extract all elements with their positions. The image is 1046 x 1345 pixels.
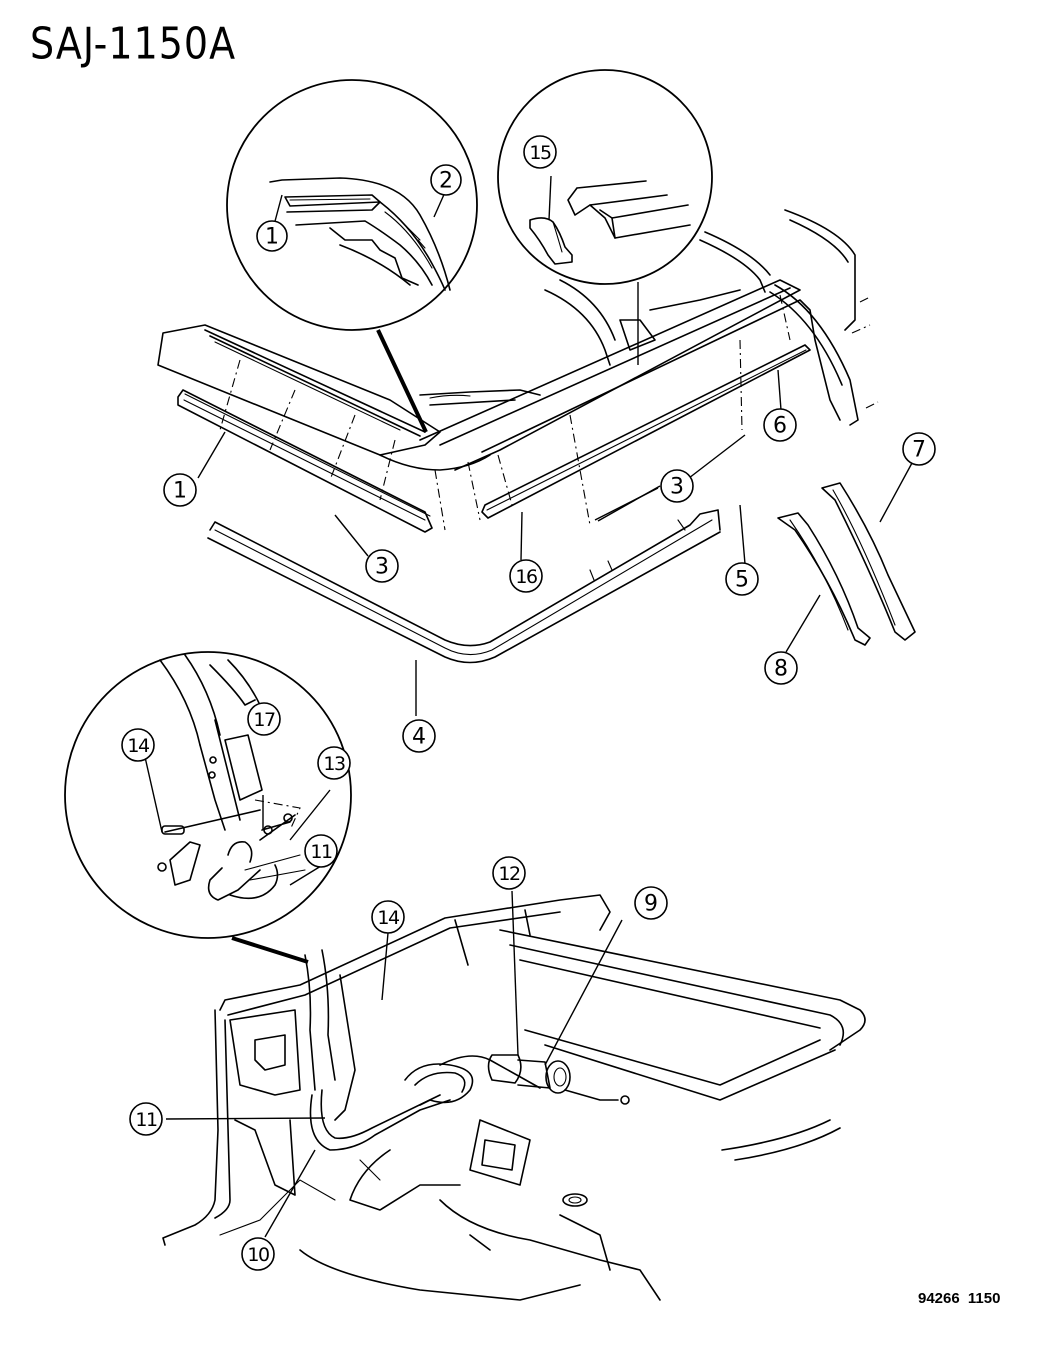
callout-17: 17 <box>247 702 281 736</box>
callout-label: 2 <box>439 169 453 194</box>
callout-label: 17 <box>253 709 275 731</box>
callout-1-detail: 1 <box>256 220 288 252</box>
callout-5: 5 <box>725 562 759 596</box>
callout-label: 5 <box>735 568 749 593</box>
callout-label: 9 <box>644 892 658 917</box>
callout-1-main: 1 <box>163 473 197 507</box>
detail-circle-1 <box>226 79 478 331</box>
callout-16: 16 <box>509 559 543 593</box>
callout-label: 16 <box>515 566 537 588</box>
callout-2: 2 <box>430 164 462 196</box>
callout-15: 15 <box>523 135 557 169</box>
callouts: 1 2 15 6 7 1 3 3 3 16 5 8 4 14 17 13 11 … <box>121 135 936 1271</box>
upper-left-detail <box>226 79 478 331</box>
figure-code: 94266 1150 <box>918 1290 1001 1307</box>
callout-3-left: 3 <box>365 549 399 583</box>
callout-label: 3 <box>375 555 389 580</box>
callout-label: 14 <box>377 907 400 929</box>
callout-label: 14 <box>127 735 150 757</box>
detail-circle-2 <box>497 69 713 285</box>
detail-3-pointer <box>231 936 309 964</box>
callout-label: 1 <box>173 479 187 504</box>
callout-label: 15 <box>529 142 551 164</box>
callout-7: 7 <box>902 432 936 466</box>
callout-label: 4 <box>412 725 426 750</box>
callout-10: 10 <box>241 1237 275 1271</box>
callout-label: 11 <box>310 841 332 863</box>
detail-1-pointer <box>376 329 428 433</box>
callout-4: 4 <box>402 719 436 753</box>
callout-13: 13 <box>317 746 351 780</box>
diagram-title: SAJ-1150A <box>30 18 237 69</box>
callout-label: 10 <box>247 1244 269 1266</box>
callout-3-lower: 3 <box>660 469 694 503</box>
callout-11-detail: 11 <box>304 834 338 868</box>
upper-right-detail <box>497 69 713 285</box>
leader-lines <box>144 175 913 1238</box>
body-tub-assembly <box>162 894 866 1301</box>
callout-label: 12 <box>498 863 520 885</box>
callout-label: 13 <box>323 753 345 775</box>
callout-6: 6 <box>763 408 797 442</box>
lower-left-detail <box>64 651 352 939</box>
callout-8: 8 <box>764 651 798 685</box>
callout-9: 9 <box>634 886 668 920</box>
callout-label: 7 <box>912 438 926 463</box>
callout-label: 11 <box>135 1109 157 1131</box>
callout-12: 12 <box>492 856 526 890</box>
callout-label: 1 <box>265 225 279 250</box>
callout-11-main: 11 <box>129 1102 163 1136</box>
callout-label: 6 <box>773 414 787 439</box>
callout-3-mid <box>597 485 661 522</box>
callout-14-main: 14 <box>371 900 405 934</box>
rear-header-assembly <box>157 209 879 533</box>
belt-weatherstrip <box>207 509 721 664</box>
callout-label: 3 <box>670 475 684 500</box>
callout-label: 8 <box>774 657 788 682</box>
callout-14-detail: 14 <box>121 728 155 762</box>
quarter-seals <box>777 482 916 646</box>
